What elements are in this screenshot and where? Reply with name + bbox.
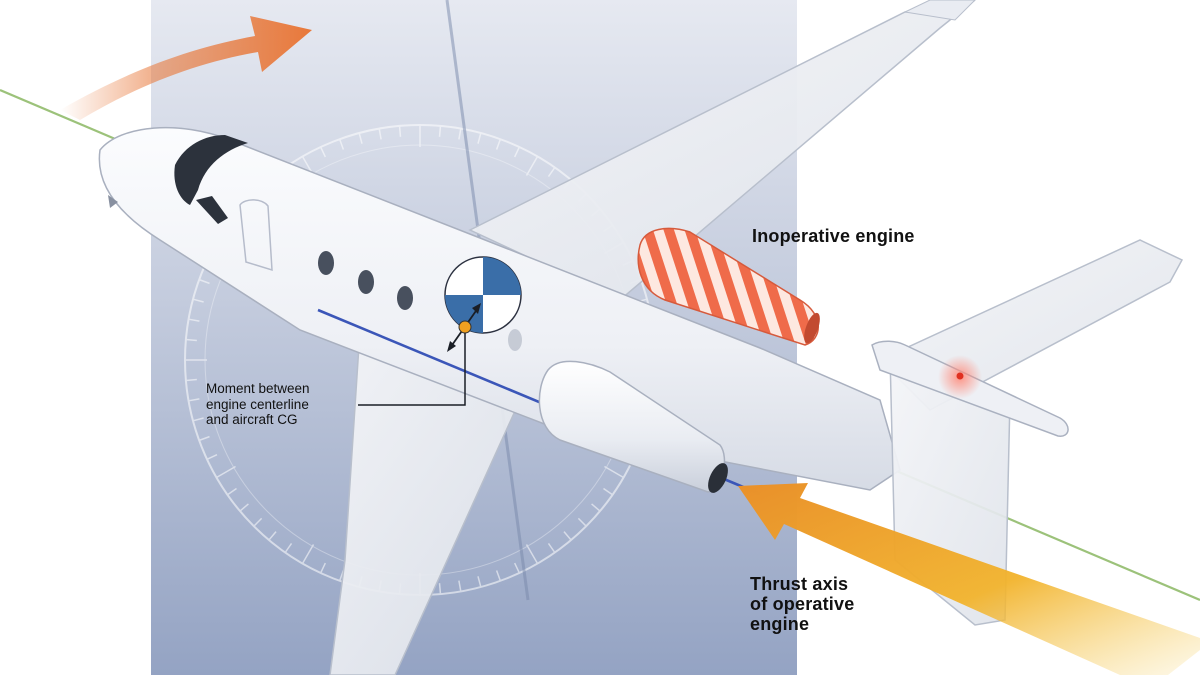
compass-tick (547, 543, 556, 553)
compass-tick (458, 580, 462, 592)
moment-label: Moment between engine centerline and air… (206, 381, 310, 428)
compass-tick (438, 583, 442, 595)
compass-tick (398, 125, 402, 137)
cabin-window (397, 286, 413, 310)
compass-tick (438, 125, 442, 137)
compass-tick (320, 562, 327, 574)
compass-tick (338, 138, 345, 150)
thrust-arrow (738, 483, 1200, 675)
cockpit-window (174, 135, 248, 205)
compass-tick (477, 576, 482, 588)
cabin-window (358, 270, 374, 294)
operative-engine-exhaust (708, 463, 728, 493)
compass-tick (284, 543, 293, 553)
right-winglet (903, 0, 976, 21)
moment-label-line: Moment between (206, 381, 310, 396)
compass-tick (206, 453, 218, 460)
compass-tick (513, 146, 520, 158)
compass-tick (525, 156, 539, 176)
moment-label-line: and aircraft CG (206, 412, 298, 427)
thrust-axis-label-line: engine (750, 614, 810, 634)
thrust-axis-label-line: Thrust axis (750, 574, 849, 594)
compass-tick (458, 128, 462, 140)
compass-tick (188, 318, 200, 322)
cabin-window (318, 251, 334, 275)
compass-tick (525, 544, 539, 564)
compass-tick (495, 570, 502, 582)
compass-tick (188, 398, 200, 402)
compass-tick (185, 338, 197, 342)
compass-tick (547, 167, 556, 177)
cabin-window (508, 329, 522, 351)
compass-tick (253, 517, 263, 527)
compass-tick (495, 138, 502, 150)
moment-leader-line (358, 333, 466, 406)
cg-marker-icon (444, 256, 522, 334)
compass-tick (477, 132, 482, 144)
inoperative-engine-label: Inoperative engine (752, 226, 915, 246)
inoperative-engine-exhaust (804, 312, 820, 344)
compass-tick (320, 146, 327, 158)
compass-tick (603, 487, 613, 496)
compass-tick (358, 132, 363, 144)
compass-tick (604, 465, 624, 479)
compass-tick (198, 435, 210, 442)
moment-arrowhead (447, 341, 456, 352)
nose-probe (108, 195, 118, 208)
compass-tick (185, 378, 197, 382)
moment-label-line: engine centerline (206, 396, 309, 412)
compass-tick (378, 128, 382, 140)
compass-tick (239, 503, 249, 512)
nav-light (956, 372, 964, 380)
thrust-axis-label-line: of operative (750, 594, 855, 614)
moment-arrowhead (472, 303, 481, 314)
compass-tick (216, 465, 236, 479)
yaw-direction-arrow (60, 16, 312, 120)
compass-tick (192, 298, 204, 303)
moment-point-icon (458, 320, 472, 334)
compass-tick (268, 531, 277, 541)
compass-tick (513, 562, 520, 574)
cockpit-side-window (196, 196, 228, 224)
thrust-axis-label: Thrust axis of operative engine (750, 574, 854, 634)
compass-tick (301, 544, 315, 564)
compass-tick (591, 503, 601, 512)
compass-tick (577, 517, 587, 527)
compass-tick (192, 417, 204, 422)
compass-tick (563, 531, 572, 541)
compass-tick (227, 487, 237, 496)
cabin-door (239, 199, 273, 272)
compass-tick (198, 278, 210, 285)
